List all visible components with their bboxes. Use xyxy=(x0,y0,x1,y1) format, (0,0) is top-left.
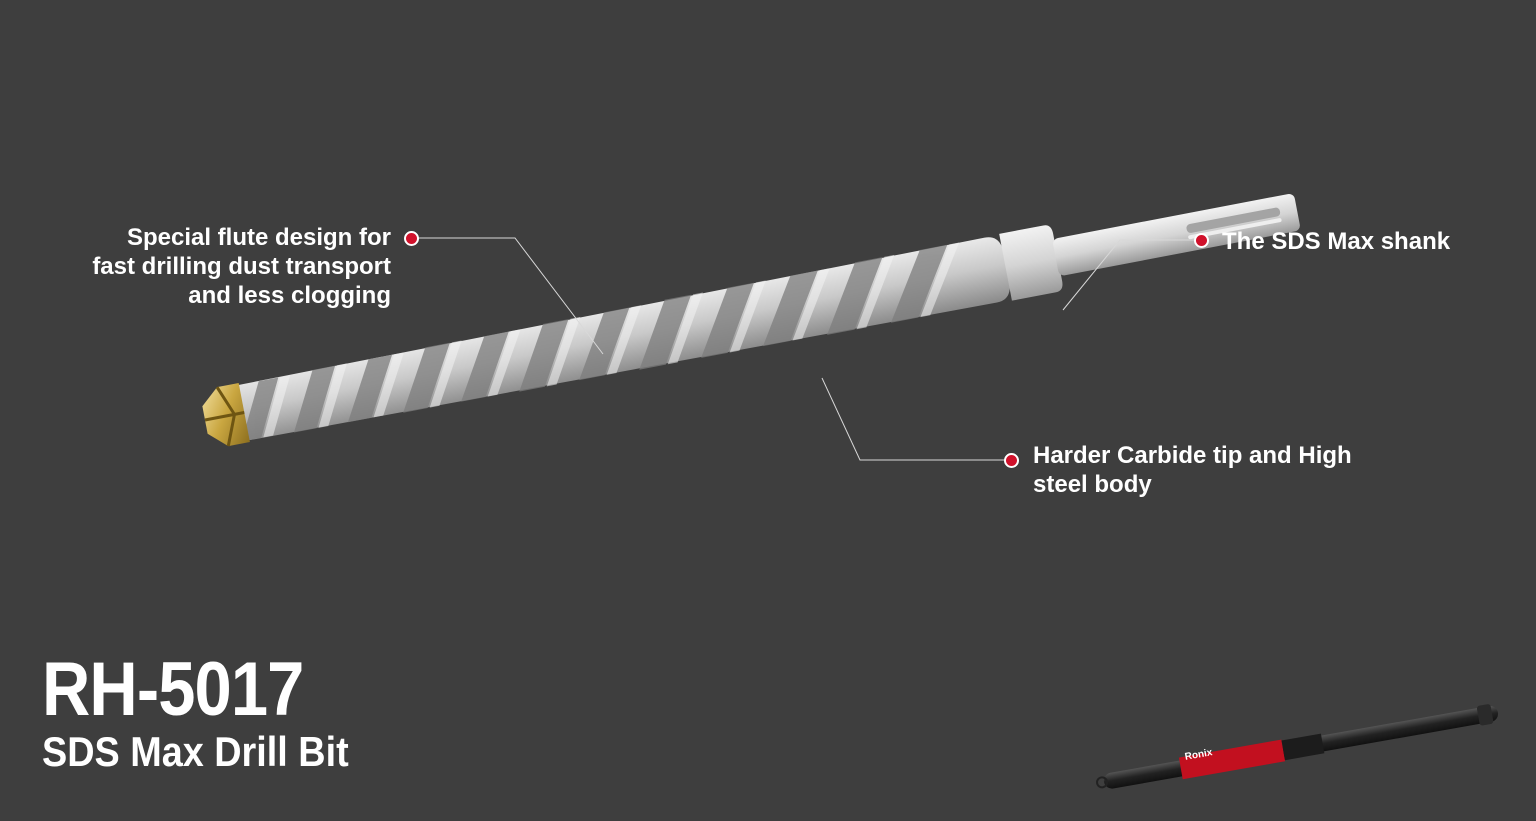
tube-label xyxy=(1178,739,1286,780)
drill-bit xyxy=(202,193,1300,447)
leader-lines xyxy=(418,237,1195,461)
shank-leader-line xyxy=(1062,239,1195,311)
product-name: SDS Max Drill Bit xyxy=(42,728,349,775)
tube-cap xyxy=(1476,704,1494,726)
sds-max-shank xyxy=(1053,193,1300,276)
carbide-leader-line xyxy=(821,377,1006,461)
flute-highlights xyxy=(263,242,960,438)
carbide-tip-edge xyxy=(204,386,245,447)
carbide-callout: Harder Carbide tip and High steel body xyxy=(1033,442,1352,498)
shank-marker-dot xyxy=(1194,233,1209,248)
shank-callout: The SDS Max shank xyxy=(1222,228,1451,255)
flute-grooves xyxy=(241,244,948,442)
tube-hook xyxy=(1096,776,1109,789)
flute-marker-dot xyxy=(404,231,419,246)
shank-slot xyxy=(1186,207,1281,233)
flute-callout: Special flute design for fast drilling d… xyxy=(92,224,391,309)
model-code: RH-5017 xyxy=(42,647,304,732)
packaging-tube xyxy=(1096,704,1499,789)
drill-collar xyxy=(999,225,1063,301)
tube-grip xyxy=(1281,733,1325,761)
flute-leader-line xyxy=(418,237,604,355)
shank-slot-highlight xyxy=(1188,218,1282,240)
carbide-marker-dot xyxy=(1004,453,1019,468)
